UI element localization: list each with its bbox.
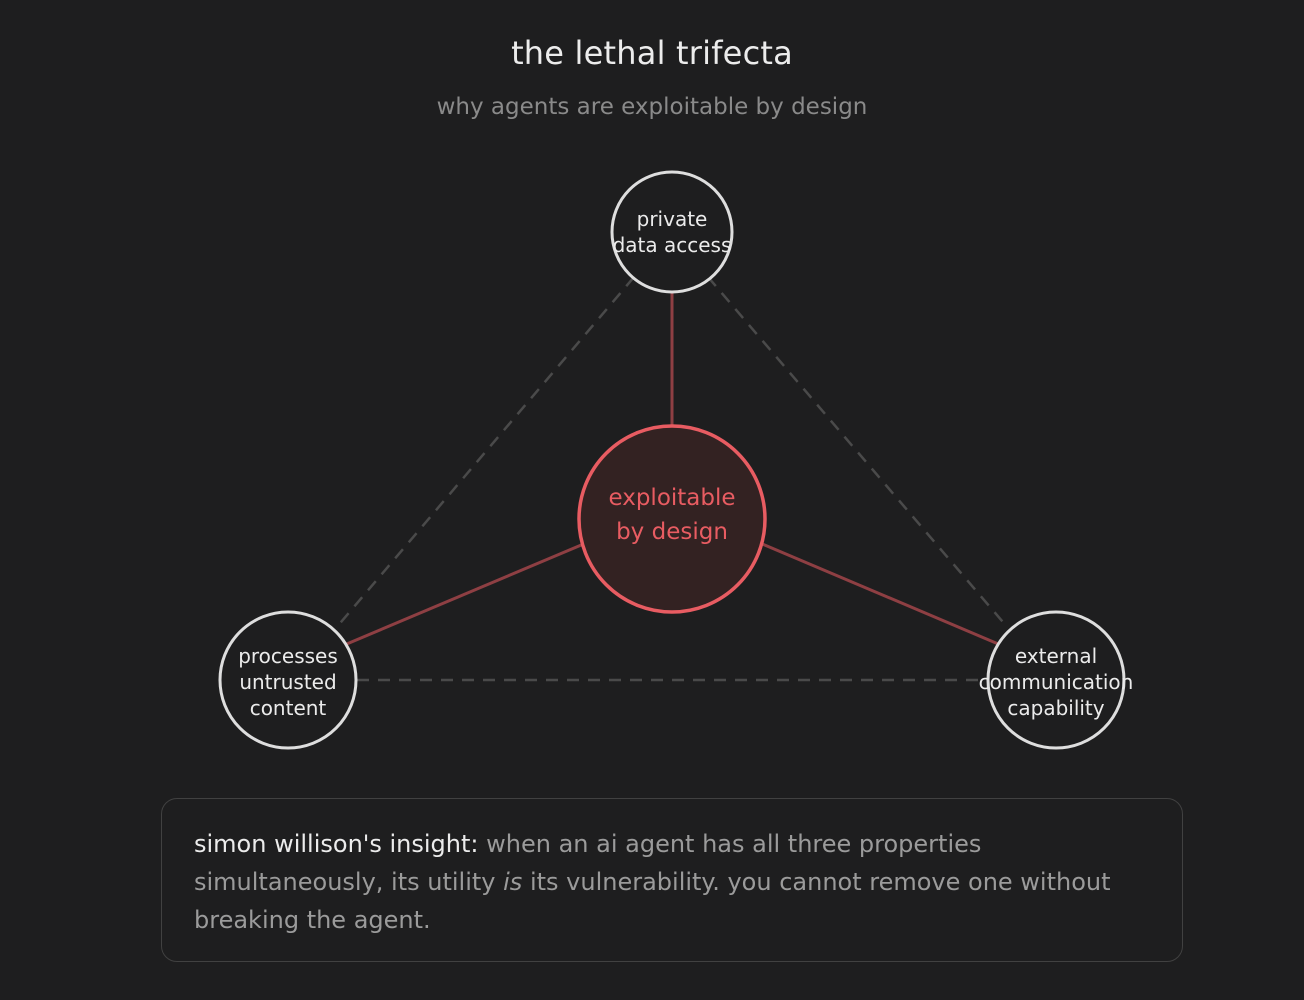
connector-left [341, 541, 587, 648]
trifecta-diagram [218, 170, 1126, 750]
node-center-line-1: exploitable [608, 485, 736, 511]
node-top-line-2: data access [612, 233, 732, 257]
page-title: the lethal trifecta [511, 34, 793, 72]
insight-emphasis: is [503, 868, 523, 896]
node-top-circle [610, 170, 734, 294]
node-center-circle [577, 424, 767, 614]
node-top-label: private data access [613, 206, 732, 258]
node-center-line-2: by design [616, 519, 728, 545]
node-right-line-3: capability [1007, 696, 1105, 720]
node-left-label: processes untrusted content [238, 643, 338, 721]
node-left-circle [218, 610, 358, 750]
node-left-line-3: content [249, 696, 327, 720]
node-top-line-1: private [636, 207, 708, 231]
insight-text-1: when an ai agent has all three propertie… [194, 830, 982, 896]
edge-top-left [335, 276, 635, 629]
node-right-circle [986, 610, 1126, 750]
page-subtitle: why agents are exploitable by design [436, 94, 868, 120]
node-right-line-2: communication [978, 670, 1134, 694]
node-left-line-1: processes [238, 644, 338, 668]
insight-text-2: its vulnerability. you cannot remove one… [194, 868, 1111, 934]
edge-top-right [707, 276, 1009, 629]
insight-callout: simon willison's insight: when an ai age… [161, 798, 1183, 962]
node-right-label: external communication capability [979, 643, 1134, 721]
node-right-line-1: external [1014, 644, 1098, 668]
insight-lead: simon willison's insight: [194, 830, 479, 858]
node-left-line-2: untrusted [239, 670, 337, 694]
connector-right [759, 541, 1004, 648]
node-center-label: exploitable by design [608, 481, 735, 549]
